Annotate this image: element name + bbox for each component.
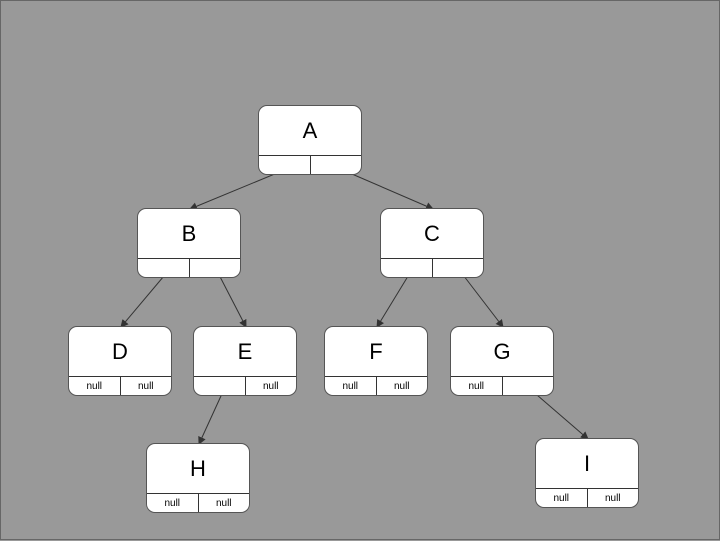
right-pointer (433, 259, 484, 277)
tree-node-f: F null null (324, 326, 428, 396)
left-pointer (138, 259, 190, 277)
right-pointer (503, 377, 554, 395)
right-pointer (190, 259, 241, 277)
left-pointer: null (147, 494, 199, 512)
node-label: G (451, 327, 553, 377)
tree-node-d: D null null (68, 326, 172, 396)
right-pointer: null (215, 498, 232, 509)
tree-node-i: I null null (535, 438, 639, 508)
left-pointer: null (325, 377, 377, 395)
edge-e-h (198, 388, 225, 445)
edge-c-g (459, 270, 504, 328)
tree-node-h: H null null (146, 443, 250, 513)
node-pointers: null (451, 377, 554, 395)
node-pointers (381, 259, 484, 277)
node-label: I (536, 439, 638, 489)
node-label: H (147, 444, 249, 494)
tree-node-c: C (380, 208, 484, 278)
left-pointer (381, 259, 433, 277)
left-pointer: null (451, 377, 503, 395)
right-pointer: null (137, 381, 154, 392)
node-pointers: null null (69, 377, 171, 395)
node-pointers: null null (325, 377, 427, 395)
node-label: A (259, 106, 361, 156)
node-label: D (69, 327, 171, 377)
node-label: E (194, 327, 296, 377)
right-pointer: null (393, 381, 410, 392)
tree-node-g: G null (450, 326, 554, 396)
right-pointer (311, 156, 362, 174)
left-pointer: null (69, 377, 121, 395)
edge-b-e (216, 270, 247, 328)
left-pointer (259, 156, 311, 174)
left-pointer (194, 377, 246, 395)
node-label: F (325, 327, 427, 377)
tree-node-b: B (137, 208, 241, 278)
node-pointers: null null (536, 489, 638, 507)
node-pointers: null null (147, 494, 249, 512)
node-pointers (259, 156, 362, 174)
tree-node-a: A (258, 105, 362, 175)
right-pointer: null (604, 493, 621, 504)
node-pointers: null (194, 377, 296, 395)
node-pointers (138, 259, 241, 277)
node-label: C (381, 209, 483, 259)
tree-node-e: E null (193, 326, 297, 396)
edge-g-i (529, 388, 589, 440)
edge-b-d (120, 270, 169, 328)
node-label: B (138, 209, 240, 259)
right-pointer: null (262, 381, 279, 392)
left-pointer: null (536, 489, 588, 507)
edge-c-f (376, 270, 412, 328)
